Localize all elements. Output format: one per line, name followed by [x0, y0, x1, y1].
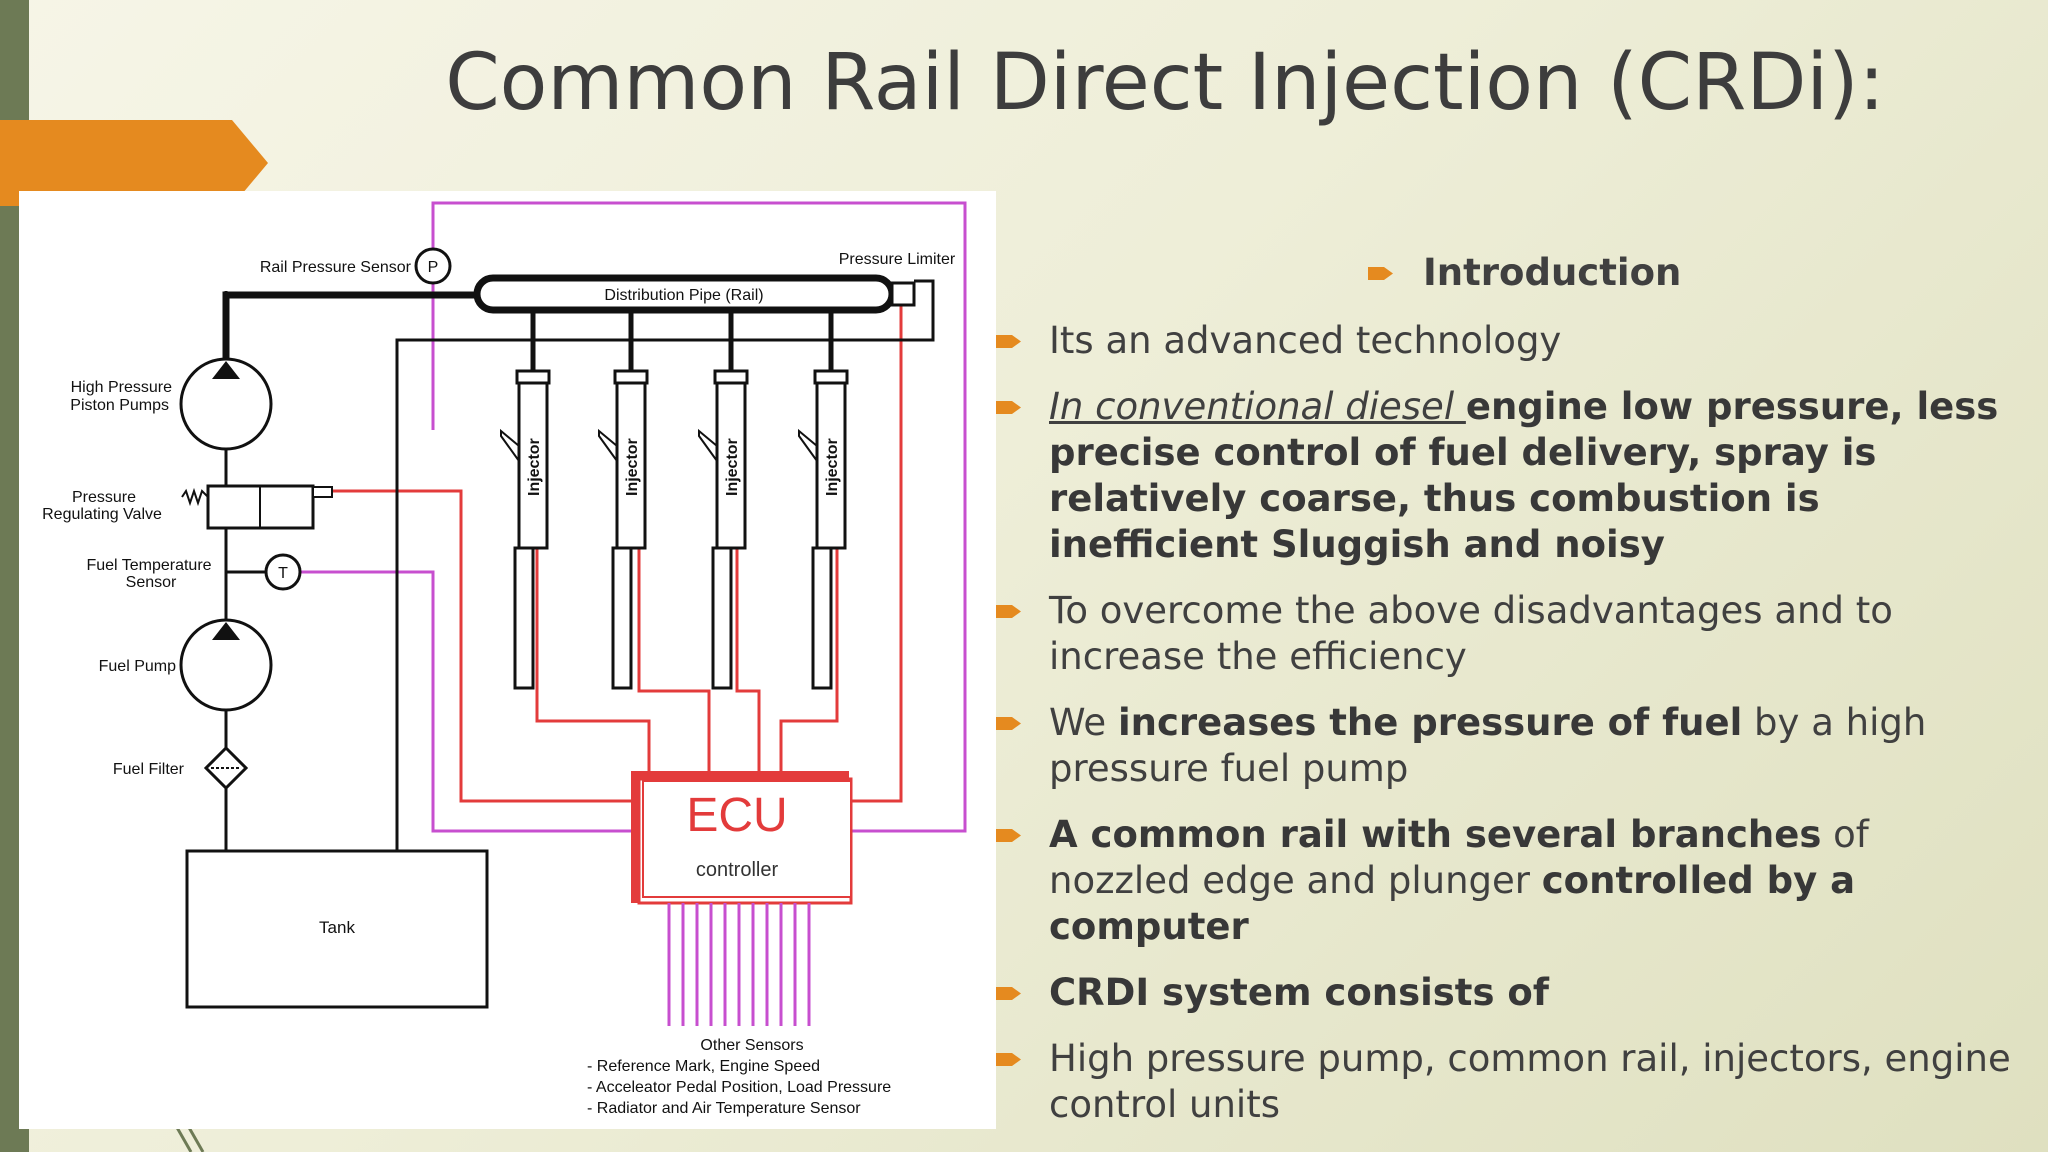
svg-text:P: P [428, 259, 439, 276]
pressure-limiter-box [890, 281, 916, 307]
fuel-pump-symbol [179, 618, 273, 712]
fuel-pump-label: Fuel Pump [99, 658, 176, 675]
injector-label-4: Injector [824, 438, 841, 496]
bullet-arrow-icon [996, 605, 1021, 618]
tank-label: Tank [319, 918, 355, 937]
bullet-arrow-icon [996, 829, 1021, 842]
svg-text:Fuel Temperature: Fuel Temperature [86, 557, 211, 574]
ecu-box [642, 780, 852, 898]
tank-symbol [185, 849, 489, 1009]
svg-text:T: T [278, 565, 288, 582]
bullet-item: In conventional diesel engine low pressu… [990, 384, 2020, 568]
sensor-item: - Reference Mark, Engine Speed [587, 1058, 820, 1075]
fuel-filter-label: Fuel Filter [113, 761, 185, 778]
bullet-arrow-icon [996, 335, 1021, 348]
svg-text:Piston Pumps: Piston Pumps [70, 397, 169, 414]
bullet-arrow-icon [1368, 267, 1393, 280]
bullet-item: CRDI system consists of [990, 970, 2020, 1016]
pressure-limiter-label: Pressure Limiter [839, 251, 956, 268]
bullet-arrow-icon [996, 1053, 1021, 1066]
sensor-item: - Radiator and Air Temperature Sensor [587, 1100, 861, 1117]
injector-label-3: Injector [724, 438, 741, 496]
ecu-label: ECU [686, 789, 787, 842]
rail-label: Distribution Pipe (Rail) [604, 287, 763, 304]
svg-text:Sensor: Sensor [126, 574, 177, 591]
bullet-arrow-icon [996, 987, 1021, 1000]
ecu-controller-label: controller [696, 859, 779, 881]
svg-text:High Pressure: High Pressure [71, 379, 172, 396]
bullet-arrow-icon [996, 401, 1021, 414]
sensor-item: - Acceleator Pedal Position, Load Pressu… [587, 1079, 891, 1096]
svg-text:Regulating Valve: Regulating Valve [42, 506, 162, 523]
crdi-diagram: Distribution Pipe (Rail) Pressure Limite… [19, 191, 996, 1129]
injector-label-2: Injector [624, 438, 641, 496]
injector-label-1: Injector [526, 438, 543, 496]
bullet-item: High pressure pump, common rail, injecto… [990, 1036, 2020, 1128]
bullet-item: Its an advanced technology [990, 318, 2020, 364]
rail-pressure-sensor-symbol [414, 247, 452, 285]
bullet-arrow-icon [996, 717, 1021, 730]
other-sensors-heading: Other Sensors [700, 1037, 803, 1054]
bullet-content: Introduction Its an advanced technology … [990, 250, 2020, 1148]
bullet-item: We increases the pressure of fuel by a h… [990, 700, 2020, 792]
hp-pump-symbol [179, 357, 273, 451]
bullet-introduction: Introduction [990, 250, 2020, 296]
bullet-item: A common rail with several branches of n… [990, 812, 2020, 950]
slide-title: Common Rail Direct Injection (CRDi): [445, 38, 1885, 128]
rail-pressure-sensor-label: Rail Pressure Sensor [260, 259, 412, 276]
svg-text:Pressure: Pressure [72, 489, 136, 506]
bullet-list: Introduction Its an advanced technology … [990, 250, 2020, 1128]
bullet-item: To overcome the above disadvantages and … [990, 588, 2020, 680]
